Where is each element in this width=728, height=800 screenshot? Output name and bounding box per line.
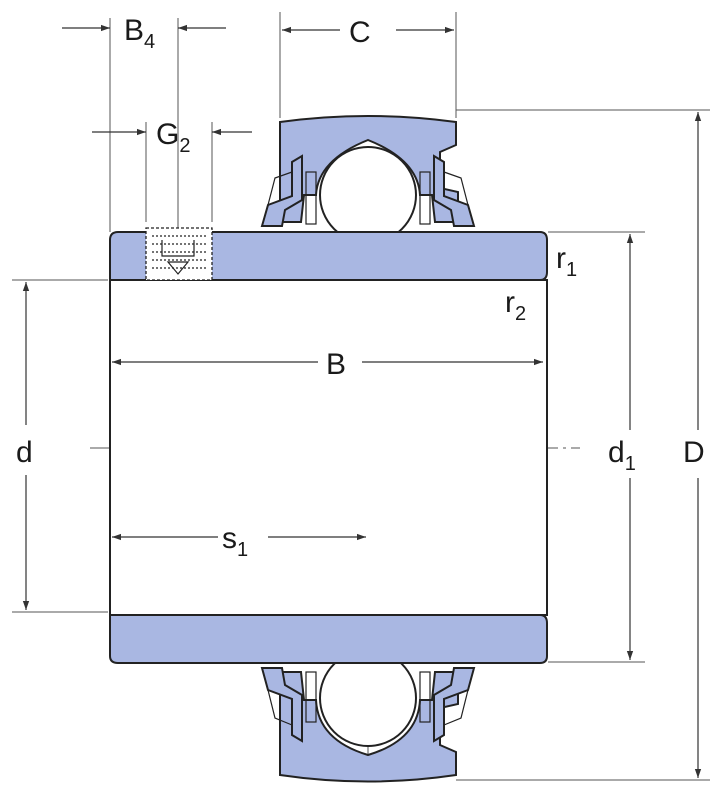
label-D: D: [683, 436, 705, 469]
label-r1: r1: [556, 242, 577, 281]
label-r2: r2: [505, 286, 526, 325]
seal-left-top: [260, 154, 303, 227]
label-b: B: [326, 348, 346, 381]
label-d1: d1: [608, 436, 636, 475]
ball-bottom: [319, 649, 417, 747]
inner-ring-top-wall: [109, 231, 548, 281]
bottom-bearing-section: [260, 649, 476, 783]
top-bearing-section: [260, 115, 476, 244]
inner-ring-bottom-wall: [109, 614, 548, 664]
dimension-labels: B4 C G2 B s1 d d1 D r1 r2: [16, 14, 705, 561]
dimension-lines: [22, 24, 702, 778]
inner-ring: [109, 227, 548, 664]
label-c: C: [349, 16, 371, 49]
inner-ring-bore: [109, 279, 548, 616]
label-g2: G2: [156, 118, 190, 157]
outer-ring-bottom: [279, 671, 459, 783]
seal-right-bottom: [433, 667, 476, 743]
seal-left-bottom: [260, 667, 303, 743]
label-d: d: [16, 436, 33, 469]
label-b4: B4: [124, 14, 155, 53]
seal-right-top: [433, 154, 476, 227]
ball-top: [319, 146, 417, 244]
grub-screw: [145, 227, 213, 281]
label-s1: s1: [222, 522, 248, 561]
outer-ring-top: [279, 115, 459, 223]
